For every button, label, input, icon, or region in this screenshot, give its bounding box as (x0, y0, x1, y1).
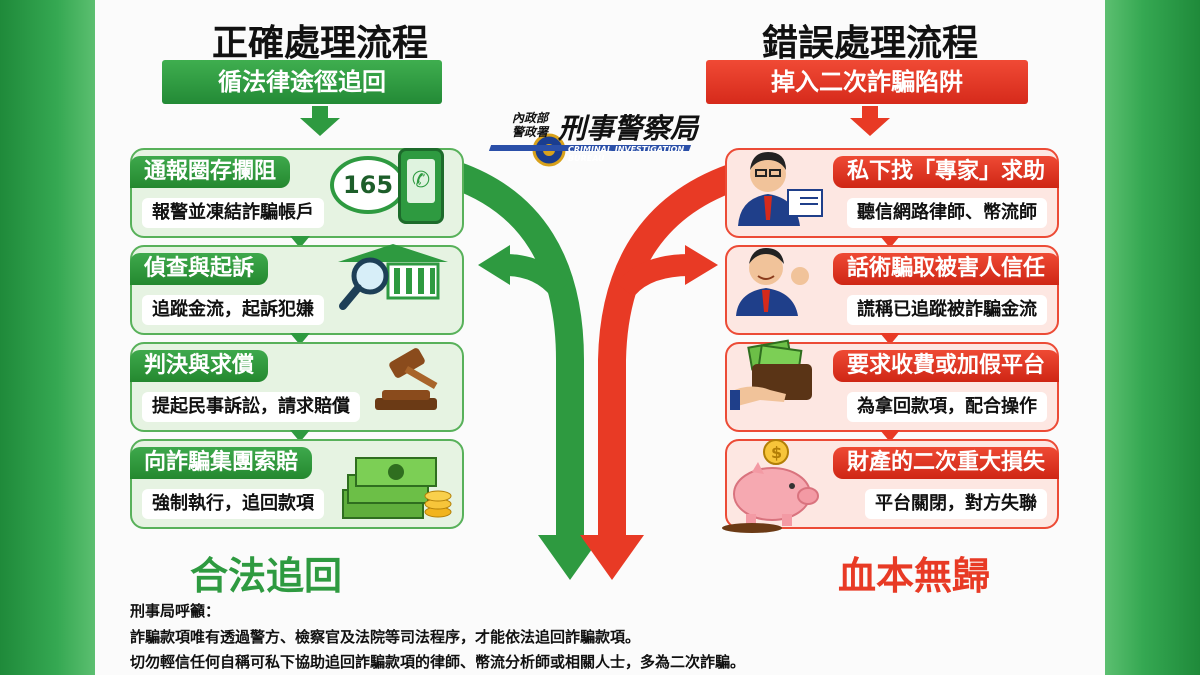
left-step-1-title: 通報圈存攔阻 (130, 156, 291, 188)
left-step-2-title: 偵查與起訴 (130, 253, 269, 285)
left-step-3-title: 判決與求償 (130, 350, 269, 382)
notes-line-2: 切勿輕信任何自稱可私下協助追回詐騙款項的律師、幣流分析師或相關人士，多為二次詐騙… (130, 653, 746, 671)
left-step-3-desc: 提起民事訴訟，請求賠償 (142, 392, 360, 422)
left-step-2: 偵查與起訴 追蹤金流，起訴犯嫌 (130, 245, 464, 335)
right-step-4-title: 財產的二次重大損失 (832, 447, 1059, 479)
green-curve-arrow (450, 161, 584, 545)
right-step-3: 要求收費或加假平台 為拿回款項，配合操作 (725, 342, 1059, 432)
left-step-4: 向詐騙集團索賠 強制執行，追回款項 (130, 439, 464, 529)
right-result: 血本無歸 (838, 554, 991, 598)
red-curve-arrow (598, 161, 745, 545)
money-stack-icon (342, 457, 452, 519)
green-curve-arrowhead (538, 535, 602, 580)
right-step-3-title: 要求收費或加假平台 (832, 350, 1059, 382)
left-column-title: 正確處理流程 (211, 23, 428, 64)
notes-line-1: 詐騙款項唯有透過警方、檢察官及法院等司法程序，才能依法追回詐騙款項。 (130, 628, 641, 646)
left-step-1-desc: 報警並凍結詐騙帳戶 (142, 198, 324, 228)
red-forward-arrow (616, 254, 691, 298)
right-step-3-desc: 為拿回款項，配合操作 (847, 392, 1047, 422)
logo-english: CRIMINAL INVESTIGATION BUREAU (568, 145, 685, 163)
green-return-arrow (504, 254, 569, 298)
right-step-1-title: 私下找「專家」求助 (832, 156, 1059, 188)
right-step-1-desc: 聽信網路律師、幣流師 (847, 198, 1047, 228)
left-result: 合法追回 (190, 554, 343, 598)
left-step-4-desc: 強制執行，追回款項 (142, 489, 324, 519)
notes-heading: 刑事局呼籲： (130, 602, 221, 620)
red-curve-arrowhead (580, 535, 644, 580)
fake-expert-icon (738, 152, 823, 226)
svg-text:$: $ (771, 443, 782, 462)
right-step-4-desc: 平台關閉，對方失聯 (865, 489, 1047, 519)
right-column-title: 錯誤處理流程 (761, 23, 978, 64)
wallet-handover-icon (730, 339, 812, 410)
left-step-1: 通報圈存攔阻 報警並凍結詐騙帳戶 (130, 148, 464, 238)
right-step-2: 話術騙取被害人信任 謊稱已追蹤被詐騙金流 (725, 245, 1059, 335)
court-search-icon (338, 244, 448, 310)
left-down-arrow-icon (300, 106, 340, 136)
phone-icon: ✆ (398, 148, 444, 224)
logo-name: 刑事警察局 (558, 112, 699, 145)
right-banner: 掉入二次詐騙陷阱 (706, 60, 1028, 104)
right-step-2-title: 話術騙取被害人信任 (832, 253, 1059, 285)
right-step-2-desc: 謊稱已追蹤被詐騙金流 (847, 295, 1047, 325)
left-step-2-desc: 追蹤金流，起訴犯嫌 (142, 295, 324, 325)
gavel-icon (375, 348, 438, 410)
left-banner: 循法律途徑追回 (162, 60, 442, 104)
broken-piggy-bank-icon: $ (722, 439, 819, 533)
cib-logo: 內政部 警政署 刑事警察局 CRIMINAL INVESTIGATION BUR… (488, 105, 700, 175)
left-decorative-strip (0, 0, 95, 675)
right-step-1: 私下找「專家」求助 聽信網路律師、幣流師 (725, 148, 1059, 238)
right-decorative-strip (1105, 0, 1200, 675)
right-down-arrow-icon (850, 106, 890, 136)
left-step-4-title: 向詐騙集團索賠 (130, 447, 313, 479)
smiling-scammer-icon (736, 248, 809, 316)
red-forward-arrowhead (685, 245, 718, 285)
logo-small-top: 內政部 (512, 111, 549, 125)
green-return-arrowhead (478, 245, 510, 285)
logo-small-bottom: 警政署 (512, 125, 549, 139)
hotline-165-icon: 165 (330, 156, 406, 214)
